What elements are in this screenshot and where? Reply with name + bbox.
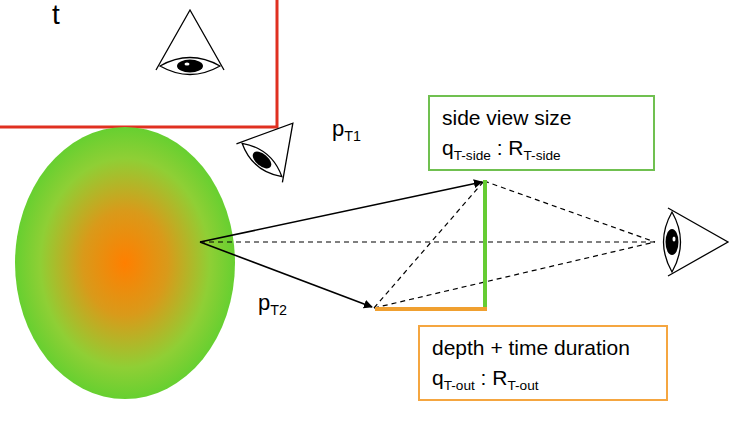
dashed-line [484,181,655,242]
momentum-arrow [200,242,372,307]
eye-symbol [156,10,224,75]
line-of-sight [200,241,655,242]
side-bar [483,180,487,311]
eye-symbol [664,208,729,276]
momentum-label: pT2 [258,290,287,316]
box-heading: depth + time duration [432,333,654,363]
momentum-label: pT1 [332,116,361,142]
box-formula: qT-out : RT-out [432,363,654,393]
eye-symbol [234,104,316,185]
red-frame [0,0,277,127]
out-bar [375,307,487,311]
momentum-arrow [200,182,482,242]
dashed-line [374,181,484,308]
dashed-line [374,242,655,308]
cut-text: t [52,2,60,28]
dashed-lines [200,181,655,308]
out-size-box: depth + time durationqT-out : RT-out [418,325,668,401]
box-heading: side view size [442,103,641,133]
source-ellipse [15,127,235,399]
box-formula: qT-side : RT-side [442,133,641,163]
side-size-box: side view sizeqT-side : RT-side [428,95,655,171]
